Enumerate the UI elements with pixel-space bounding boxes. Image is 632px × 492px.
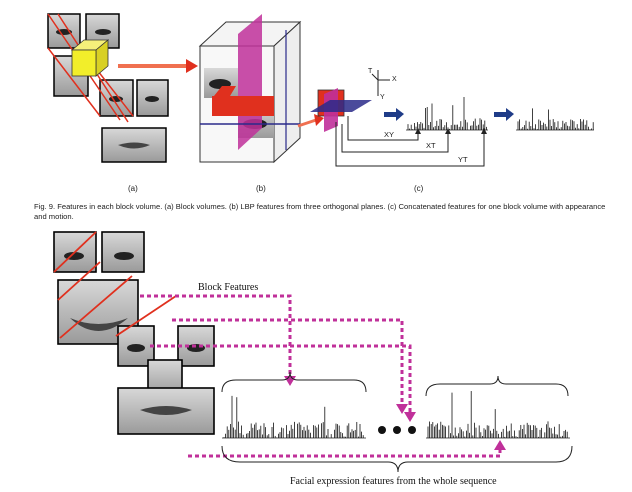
axis-label-x: X [392,76,397,83]
face-patch [47,13,81,49]
yellow-cube [71,49,97,77]
plane-label-xy: XY [384,130,395,139]
figure-caption: Fig. 9. Features in each block volume. (… [34,202,606,221]
block-volumes-panel [47,13,198,163]
arrow-icon [314,114,324,126]
histogram [517,108,594,130]
arrow-icon [396,404,408,414]
histogram [427,391,568,438]
plane-label-yt: YT [458,155,468,164]
xy-plane [212,96,274,116]
panel-label-b: (b) [256,184,266,193]
block-grid [53,231,215,435]
panel-label-a: (a) [128,184,138,193]
arrow-icon [404,412,416,422]
top-figure [47,13,594,167]
axis-label-t: T [368,68,373,75]
concatenated-features-panel [310,70,594,167]
arrow-icon [396,108,404,121]
arrow-icon [186,59,198,73]
block-features-label: Block Features [198,282,259,293]
sequence-features-label: Facial expression features from the whol… [290,476,497,487]
panel-label-c: (c) [414,184,424,193]
arrow-icon [494,440,506,450]
axis-label-y: Y [380,94,385,101]
orthogonal-planes-panel [198,14,324,164]
arrow-icon [506,108,514,121]
arrow-icon [284,376,296,386]
histogram [223,395,364,438]
plane-label-xt: XT [426,141,436,150]
